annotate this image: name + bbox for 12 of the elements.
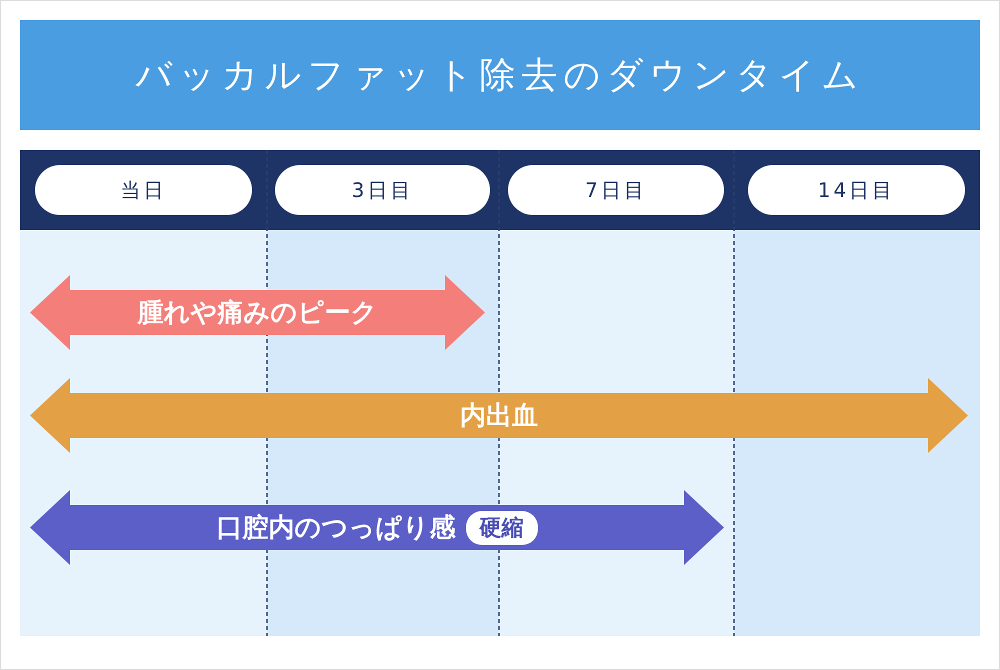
symptom-label: 腫れや痛みのピーク [138,297,378,330]
day-label: 当日 [35,165,252,215]
tag-badge: 硬縮 [466,510,538,544]
title-text: バッカルファット除去のダウンタイム [136,54,864,98]
double-arrow-band [30,275,485,350]
double-arrow-band [30,378,968,453]
day-label: 14日目 [748,165,965,215]
symptom-label: 口腔内のつっぱり感 [216,512,456,545]
double-arrow-band [30,490,724,565]
day-label: 3日目 [275,165,490,215]
day-label: 7日目 [508,165,724,215]
symptom-label: 内出血 [460,400,538,433]
